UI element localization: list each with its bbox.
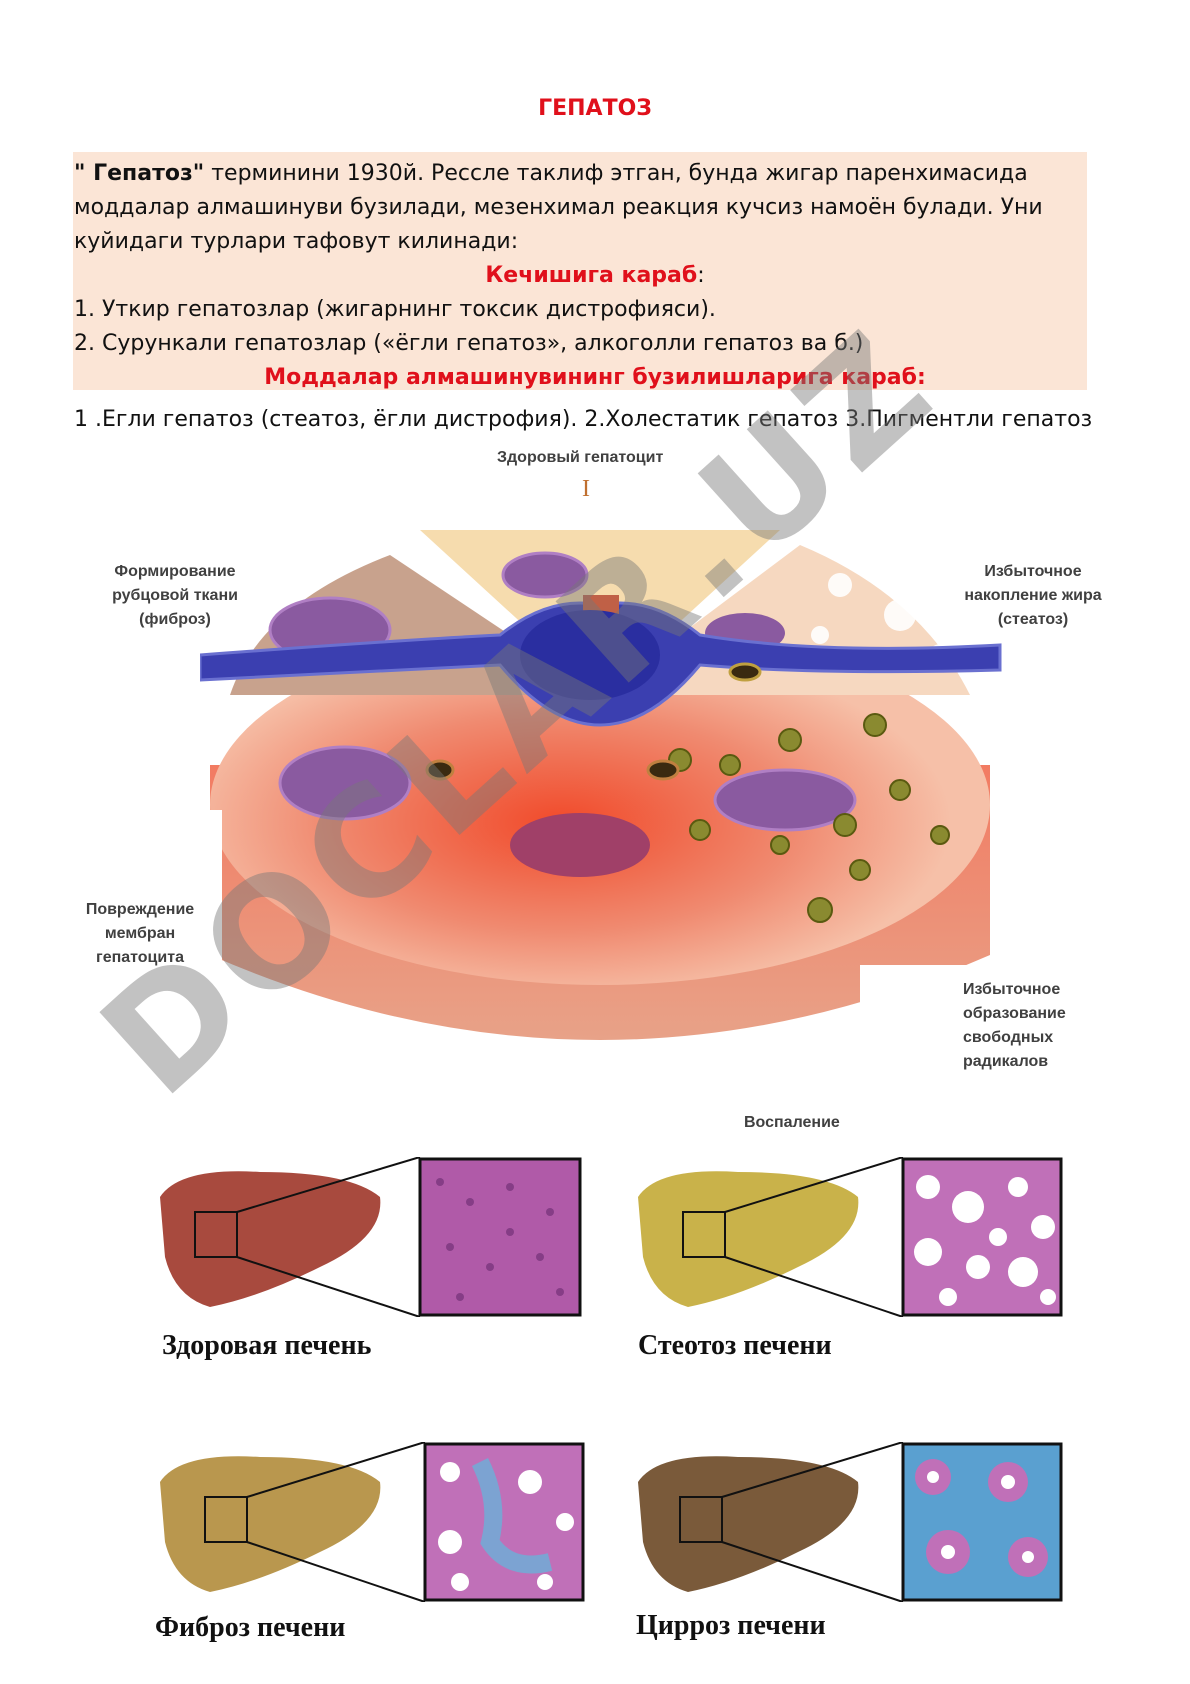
nucleus-radicals — [713, 768, 857, 832]
hepatocyte-diagram — [200, 530, 1010, 1095]
label-fibrosis: Формирование рубцовой ткани (фиброз) — [112, 563, 238, 628]
nucleus-healthy — [501, 551, 589, 599]
intro-line-3: куйидаги турлари тафовут килинади: — [74, 229, 519, 254]
label-free-radicals: Избыточное образование свободных радикал… — [963, 981, 1066, 1070]
liver-panel-steatosis — [628, 1156, 1068, 1321]
mitochondrion — [728, 662, 762, 682]
intro-line-1: " Гепатоз" терминини 1930й. Рессле такли… — [74, 161, 1028, 186]
liver-panel-fibrosis — [150, 1441, 590, 1606]
mitochondrion — [425, 759, 455, 781]
mitochondrion — [646, 759, 680, 781]
central-cell — [520, 610, 660, 700]
disk-top — [210, 625, 990, 985]
section2-body: 1 .Егли гепатоз (стеатоз, ёгли дистрофия… — [74, 407, 1093, 432]
liver-fibrosis-illustration — [160, 1441, 585, 1603]
radical-particles — [668, 713, 950, 923]
caption-fibrosis-liver: Фиброз печени — [155, 1612, 346, 1643]
section1-heading: Кечишига караб: — [485, 263, 705, 288]
caption-cirrhosis-liver: Цирроз печени — [636, 1610, 826, 1641]
label-membrane-damage: Повреждение мембран гепатоцита — [85, 901, 195, 966]
section2-heading: Моддалар алмашинувининг бузилишларига ка… — [264, 365, 926, 390]
intro-line-2: моддалар алмашинуви бузилади, мезенхимал… — [74, 195, 1043, 220]
term-hepatosis: " Гепатоз" — [74, 161, 205, 186]
section1-item-2: 2. Сурункали гепатозлар («ёгли гепатоз»,… — [74, 331, 864, 356]
liver-panel-healthy — [150, 1156, 590, 1321]
caption-healthy-liver: Здоровая печень — [162, 1330, 372, 1361]
liver-cirrhosis-illustration — [638, 1441, 1063, 1603]
nucleus-membrane — [278, 745, 412, 821]
liver-panel-cirrhosis — [628, 1441, 1068, 1606]
label-inflammation: Воспаление — [744, 1114, 840, 1131]
label-marker-i: I — [582, 476, 590, 502]
caption-steatosis-liver: Стеотоз печени — [638, 1330, 832, 1361]
section1-item-1: 1. Уткир гепатозлар (жигарнинг токсик ди… — [74, 297, 716, 322]
nucleus-center — [510, 813, 650, 877]
label-steatosis: Избыточное накопление жира (стеатоз) — [964, 563, 1102, 628]
document-title: ГЕПАТОЗ — [538, 96, 652, 121]
liver-steatosis-illustration — [638, 1156, 1063, 1318]
liver-healthy-illustration — [160, 1156, 582, 1318]
highlight-box — [73, 152, 1087, 390]
label-healthy-hepatocyte: Здоровый гепатоцит — [497, 449, 664, 466]
